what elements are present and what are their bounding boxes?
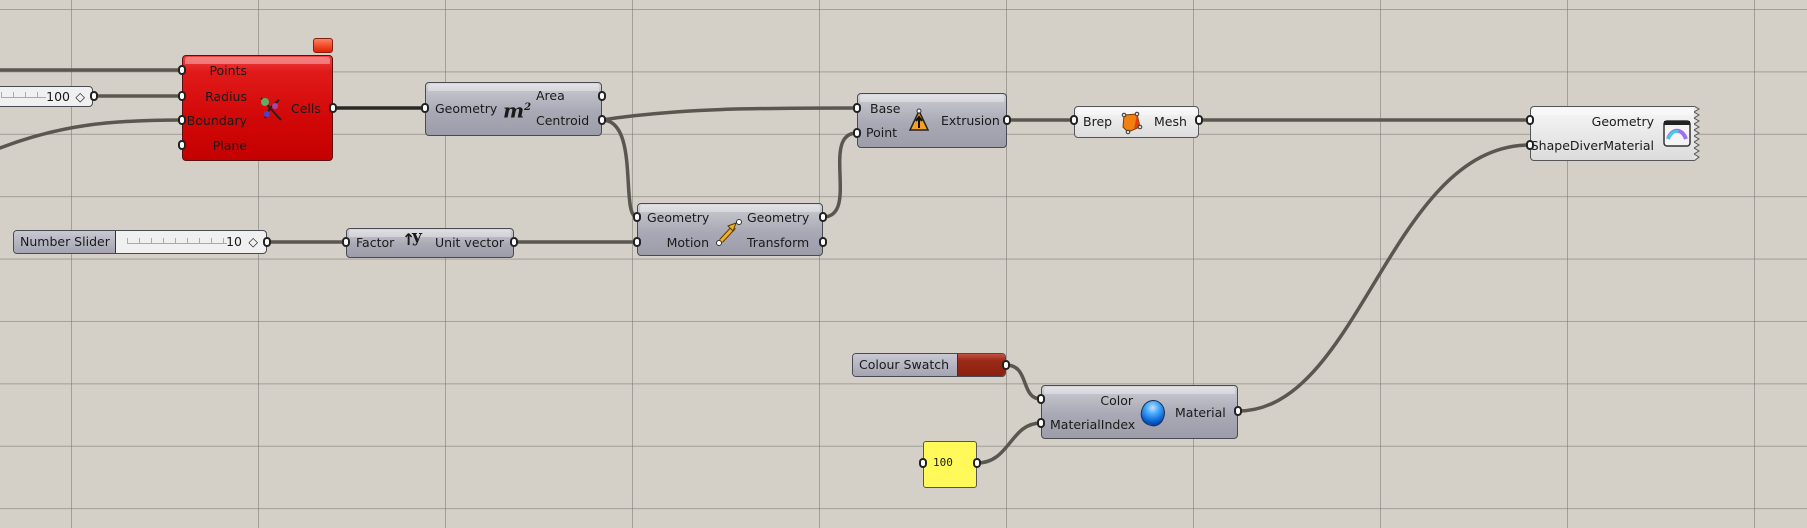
input-geometry: Geometry bbox=[647, 210, 710, 225]
move-port-geometry-out[interactable] bbox=[819, 212, 827, 222]
area-port-centroid[interactable] bbox=[598, 115, 606, 125]
wire-material-sdmaterial bbox=[1236, 143, 1532, 413]
number-slider[interactable]: Number Slider 10 ◇ bbox=[13, 230, 267, 254]
unit-y-port-factor[interactable] bbox=[342, 237, 350, 247]
voronoi-port-radius[interactable] bbox=[178, 91, 186, 101]
voronoi-port-cells[interactable] bbox=[329, 103, 337, 113]
warning-balloon-icon[interactable] bbox=[313, 38, 333, 53]
extrude-port-base[interactable] bbox=[853, 103, 861, 113]
move-component[interactable]: Geometry Motion Geometry Transform bbox=[637, 203, 823, 256]
extrude-port-point[interactable] bbox=[853, 128, 861, 138]
zigzag-edge bbox=[1694, 106, 1700, 161]
voronoi-port-plane[interactable] bbox=[178, 140, 186, 150]
input-shapedivermaterial: ShapeDiverMaterial bbox=[1530, 138, 1654, 153]
shapediver-display-component[interactable]: Geometry ShapeDiverMaterial bbox=[1530, 106, 1695, 161]
output-cells: Cells bbox=[291, 101, 321, 116]
material-port-index[interactable] bbox=[1037, 418, 1045, 428]
output-extrusion: Extrusion bbox=[941, 113, 1000, 128]
number-slider-output[interactable] bbox=[263, 237, 271, 247]
move-arrow-icon bbox=[716, 219, 742, 246]
extrude-point-icon bbox=[908, 108, 930, 131]
colour-swatch-output[interactable] bbox=[1002, 360, 1010, 370]
area-icon: m2 bbox=[503, 97, 531, 122]
wire-boundary bbox=[0, 118, 184, 150]
wire-panel-index bbox=[975, 421, 1043, 465]
input-brep: Brep bbox=[1083, 114, 1113, 129]
number-slider-label: Number Slider bbox=[14, 231, 116, 253]
input-motion: Motion bbox=[666, 235, 709, 250]
input-factor: Factor bbox=[356, 235, 395, 250]
input-geometry: Geometry bbox=[1591, 114, 1654, 129]
wire-move-point bbox=[821, 131, 859, 219]
area-port-area[interactable] bbox=[598, 91, 606, 101]
input-geometry: Geometry bbox=[435, 101, 498, 116]
voronoi-icon bbox=[260, 97, 282, 121]
mesh-cube-icon bbox=[1121, 111, 1143, 135]
panel-100[interactable]: 100 bbox=[923, 441, 977, 488]
material-port-color[interactable] bbox=[1037, 394, 1045, 404]
shapediver-port-material[interactable] bbox=[1526, 140, 1534, 150]
panel-input[interactable] bbox=[919, 458, 927, 468]
output-geometry: Geometry bbox=[747, 210, 810, 225]
extrude-port-extrusion[interactable] bbox=[1003, 115, 1011, 125]
colour-swatch-color[interactable] bbox=[958, 354, 1005, 376]
radius-slider[interactable]: 100 ◇ bbox=[0, 86, 93, 107]
output-area: Area bbox=[536, 88, 565, 103]
extrude-point-component[interactable]: Base Point Extrusion bbox=[857, 93, 1007, 148]
area-icon-sup: 2 bbox=[524, 102, 532, 113]
mesh-brep-component[interactable]: Brep Mesh bbox=[1074, 106, 1199, 138]
move-port-motion[interactable] bbox=[633, 237, 641, 247]
input-materialindex: MaterialIndex bbox=[1050, 417, 1136, 432]
area-icon-m: m bbox=[503, 98, 525, 123]
input-boundary: Boundary bbox=[186, 113, 247, 128]
move-port-geometry-in[interactable] bbox=[633, 212, 641, 222]
output-mesh: Mesh bbox=[1154, 114, 1187, 129]
input-plane: Plane bbox=[212, 138, 247, 153]
unit-y-port-vector[interactable] bbox=[510, 237, 518, 247]
output-transform: Transform bbox=[747, 235, 810, 250]
radius-slider-output[interactable] bbox=[90, 91, 98, 101]
output-material: Material bbox=[1175, 405, 1226, 420]
unit-y-component[interactable]: Factor ↑ y Unit vector bbox=[346, 228, 514, 258]
mesh-port-brep[interactable] bbox=[1070, 115, 1078, 125]
panel-value: 100 bbox=[933, 456, 953, 469]
unit-y-icon-text: y bbox=[412, 227, 422, 247]
panel-output[interactable] bbox=[973, 458, 981, 468]
radius-slider-value: 100 bbox=[46, 89, 70, 104]
input-color: Color bbox=[1100, 393, 1133, 408]
material-component[interactable]: Color MaterialIndex Material bbox=[1041, 385, 1238, 439]
input-points: Points bbox=[209, 63, 247, 78]
slider-grip-icon[interactable]: ◇ bbox=[248, 234, 258, 249]
input-point: Point bbox=[866, 125, 898, 140]
output-unit-vector: Unit vector bbox=[435, 235, 505, 250]
shapediver-port-geometry[interactable] bbox=[1526, 115, 1534, 125]
voronoi-port-points[interactable] bbox=[178, 65, 186, 75]
input-radius: Radius bbox=[205, 89, 247, 104]
number-slider-value: 10 bbox=[226, 234, 242, 249]
unit-y-arrow-icon: ↑ bbox=[402, 230, 416, 249]
wire-centroid-move bbox=[600, 118, 639, 219]
move-port-transform[interactable] bbox=[819, 237, 827, 247]
material-port-material[interactable] bbox=[1234, 406, 1242, 416]
material-sphere-icon bbox=[1137, 396, 1169, 430]
output-centroid: Centroid bbox=[536, 113, 590, 128]
mesh-port-mesh[interactable] bbox=[1195, 115, 1203, 125]
input-base: Base bbox=[870, 101, 901, 116]
area-component[interactable]: Geometry m2 Area Centroid bbox=[425, 82, 602, 136]
colour-swatch-label: Colour Swatch bbox=[853, 354, 958, 376]
voronoi-component[interactable]: Points Radius Boundary Plane Cells bbox=[182, 55, 333, 161]
shapediver-display-icon bbox=[1663, 120, 1691, 147]
colour-swatch[interactable]: Colour Swatch bbox=[852, 353, 1006, 377]
area-port-geometry[interactable] bbox=[421, 103, 429, 113]
wire-centroid-base bbox=[600, 106, 859, 122]
slider-grip-icon[interactable]: ◇ bbox=[75, 89, 85, 104]
voronoi-port-boundary[interactable] bbox=[178, 115, 186, 125]
wire-swatch-color bbox=[1004, 363, 1043, 401]
